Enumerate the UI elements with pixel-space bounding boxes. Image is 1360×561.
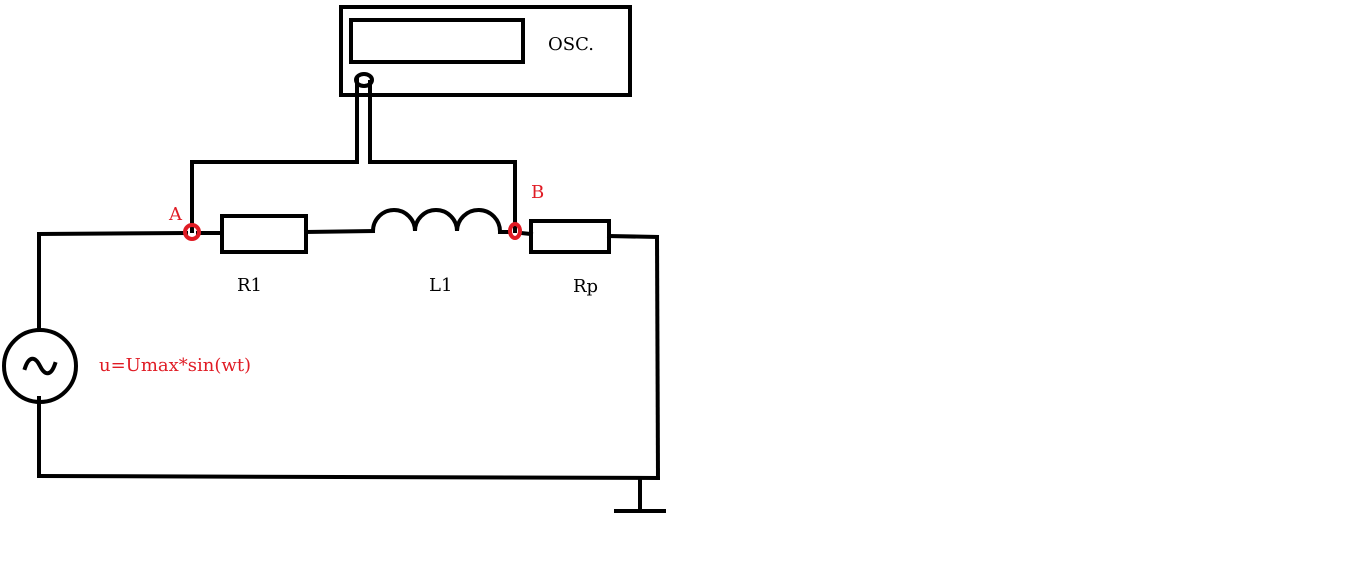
node-a bbox=[183, 223, 201, 241]
ac-source-circle bbox=[2, 328, 78, 404]
node-a-label: A bbox=[168, 204, 183, 225]
ground-icon bbox=[614, 476, 666, 513]
resistor-rp bbox=[529, 219, 611, 254]
wire-r1-to-l1 bbox=[303, 228, 376, 235]
probe-leads bbox=[190, 78, 517, 233]
sine-wave-icon bbox=[22, 356, 58, 376]
inductor-l1-label: L1 bbox=[429, 275, 452, 296]
probe-lead-a bbox=[190, 160, 359, 233]
oscilloscope-body bbox=[339, 5, 632, 97]
node-b bbox=[508, 222, 522, 240]
wire-source-to-a bbox=[36, 230, 189, 237]
node-b-label: B bbox=[531, 182, 544, 203]
return-path bbox=[36, 232, 661, 481]
inductor-l1 bbox=[370, 208, 503, 235]
wire-right bbox=[654, 234, 661, 481]
ac-source: u=Umax*sin(wt) bbox=[2, 328, 251, 404]
oscilloscope: OSC. bbox=[339, 5, 632, 97]
wire-rp-to-right bbox=[606, 233, 660, 240]
probe-lead-b bbox=[368, 160, 517, 233]
wire-bottom bbox=[36, 473, 660, 481]
oscilloscope-label: OSC. bbox=[548, 34, 594, 55]
resistor-rp-label: Rp bbox=[573, 276, 598, 297]
top-branch bbox=[36, 228, 660, 240]
resistor-r1-label: R1 bbox=[237, 275, 262, 296]
probe-cable bbox=[355, 78, 372, 164]
ac-source-label: u=Umax*sin(wt) bbox=[99, 355, 251, 376]
resistor-r1 bbox=[220, 214, 308, 254]
oscilloscope-screen bbox=[349, 18, 525, 64]
